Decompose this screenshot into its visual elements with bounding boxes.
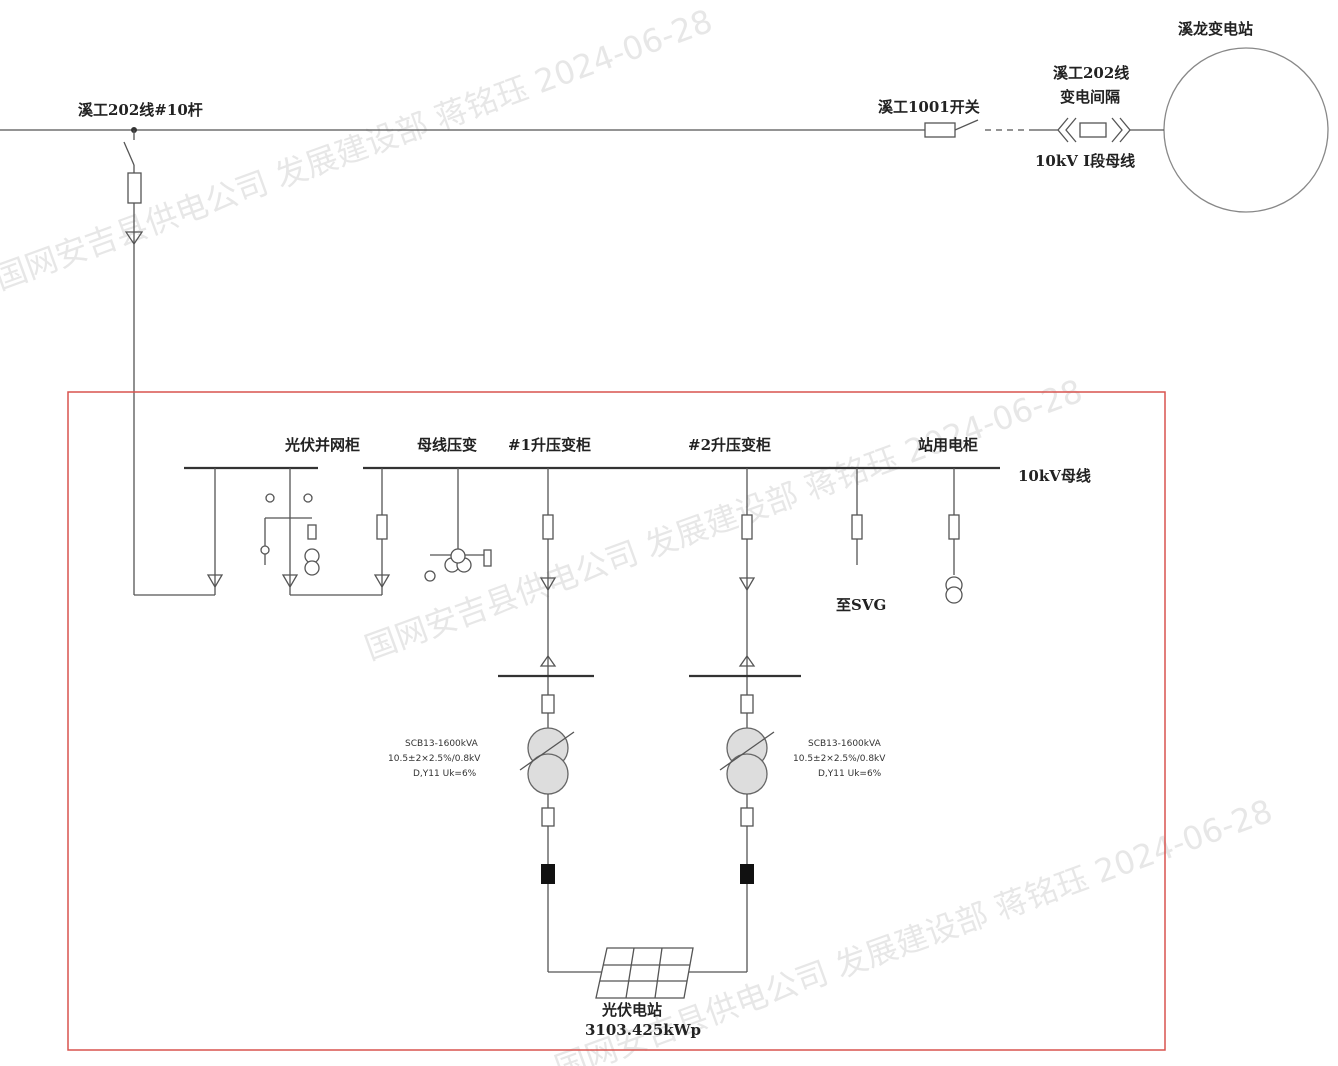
- switch-1001: [924, 122, 956, 138]
- bay-label-1: 溪工202线: [1053, 64, 1129, 82]
- step-up-feeder-2: [689, 468, 801, 972]
- transformer-1-icon: [519, 727, 575, 795]
- svg-text:国网安吉县供电公司 发展建设部 蒋铭珏 2024-06-28: 国网安吉县供电公司 发展建设部 蒋铭珏 2024-06-28: [0, 2, 717, 298]
- svg-feeder: [851, 468, 863, 565]
- switch-blade: [954, 119, 979, 131]
- svg-text:国网安吉县供电公司 发展建设部 蒋铭珏 2024-06-28: 国网安吉县供电公司 发展建设部 蒋铭珏 2024-06-28: [360, 372, 1088, 668]
- cabinet-label: 母线压变: [417, 436, 477, 454]
- cabinet-label: 光伏并网柜: [284, 436, 360, 454]
- t2-model: SCB13-1600kVA: [808, 739, 882, 749]
- cabinet-label: 站用电柜: [918, 436, 978, 454]
- pv-station-boundary: [67, 391, 1166, 1051]
- draw-out-breaker: [1057, 117, 1131, 143]
- transformer-2-icon: [719, 727, 775, 795]
- t1-model: SCB13-1600kVA: [405, 739, 479, 749]
- svg-label: 至SVG: [836, 596, 886, 614]
- pv-capacity: 3103.425kWp: [585, 1021, 701, 1039]
- bay-breaker: [1079, 122, 1107, 138]
- t2-vector: D,Y11 Uk=6%: [818, 769, 882, 779]
- pole-fuse: [127, 172, 142, 204]
- cabinet-label: #1升压变柜: [508, 436, 591, 454]
- pv-name: 光伏电站: [601, 1001, 662, 1019]
- switch-label: 溪工1001开关: [878, 98, 980, 116]
- t1-ratio: 10.5±2×2.5%/0.8kV: [388, 754, 481, 764]
- substation-circle: [1163, 47, 1329, 213]
- step-up-feeder-1: [498, 468, 594, 972]
- pole-switch: [123, 141, 135, 166]
- grid-connection-cabinet: [206, 468, 391, 596]
- t1-vector: D,Y11 Uk=6%: [413, 769, 477, 779]
- substation-name: 溪龙变电站: [1178, 20, 1253, 38]
- pv-array-icon: [595, 947, 694, 999]
- substation-bus-label: 10kV Ⅰ段母线: [1035, 152, 1135, 170]
- station-bus-label: 10kV母线: [1018, 467, 1091, 485]
- bay-label-2: 变电间隔: [1060, 88, 1120, 106]
- station-service-feeder: [945, 468, 963, 604]
- pole-tap: 溪工202线#10杆: [78, 101, 215, 596]
- bus-pt: [424, 468, 492, 582]
- cabinet-label: #2升压变柜: [688, 436, 771, 454]
- t2-ratio: 10.5±2×2.5%/0.8kV: [793, 754, 886, 764]
- pole-label: 溪工202线#10杆: [78, 101, 203, 119]
